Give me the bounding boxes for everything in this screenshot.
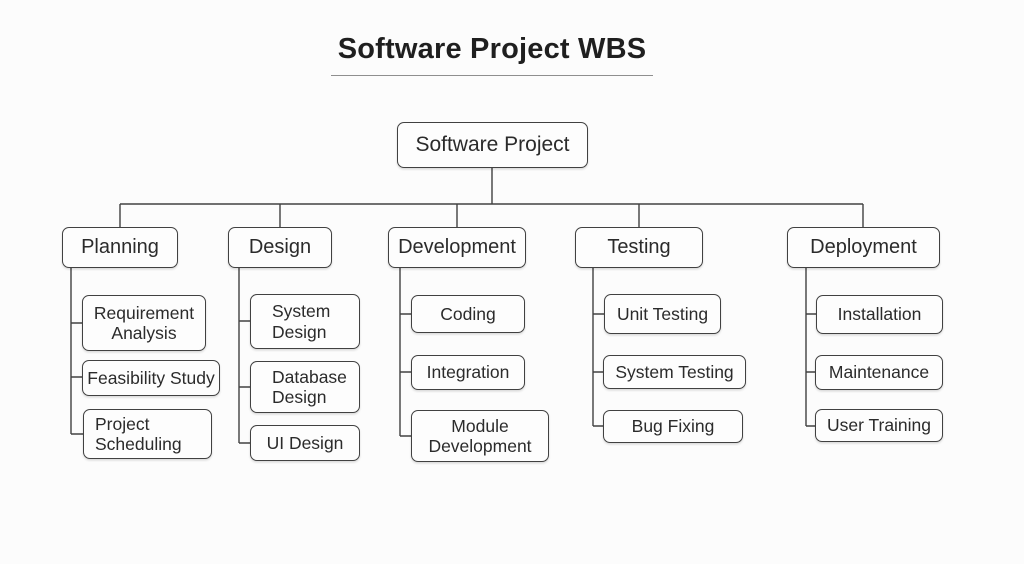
node-feasibility-study: Feasibility Study: [82, 360, 220, 396]
node-software-project: Software Project: [397, 122, 588, 168]
node-installation: Installation: [816, 295, 943, 334]
node-ui-design: UI Design: [250, 425, 360, 461]
node-integration: Integration: [411, 355, 525, 390]
node-deployment: Deployment: [787, 227, 940, 268]
node-system-testing: System Testing: [603, 355, 746, 389]
node-design: Design: [228, 227, 332, 268]
node-coding: Coding: [411, 295, 525, 333]
node-unit-testing: Unit Testing: [604, 294, 721, 334]
node-maintenance: Maintenance: [815, 355, 943, 390]
node-user-training: User Training: [815, 409, 943, 442]
node-requirement-analysis: Requirement Analysis: [82, 295, 206, 351]
node-testing: Testing: [575, 227, 703, 268]
node-development: Development: [388, 227, 526, 268]
page-title-text: Software Project WBS: [337, 33, 647, 65]
node-system-design: System Design: [250, 294, 360, 349]
node-bug-fixing: Bug Fixing: [603, 410, 743, 443]
node-project-scheduling: Project Scheduling: [83, 409, 212, 459]
page-title: Software Project WBS: [331, 33, 653, 76]
node-module-development: Module Development: [411, 410, 549, 462]
node-planning: Planning: [62, 227, 178, 268]
node-database-design: Database Design: [250, 361, 360, 413]
